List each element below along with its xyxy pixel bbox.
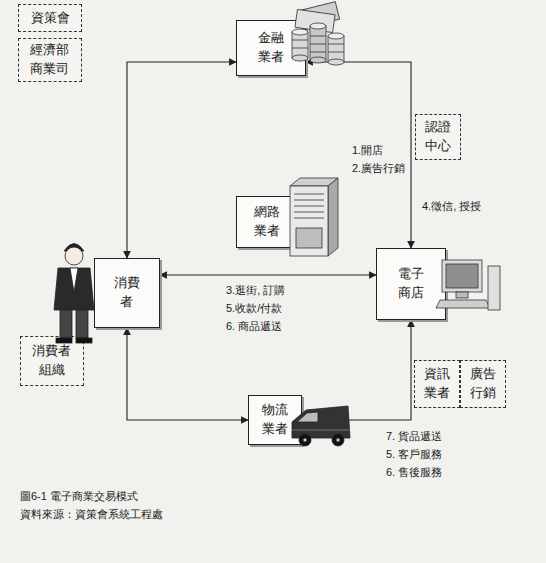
node-label: 消費者 組織 bbox=[31, 342, 74, 380]
flow-connector bbox=[127, 62, 236, 258]
coin-top bbox=[310, 23, 326, 29]
hubcap bbox=[303, 438, 307, 442]
actor-box: 網路 業者 bbox=[236, 196, 298, 248]
flow-connector bbox=[160, 274, 376, 275]
step-label: 4.徵信, 授授 bbox=[422, 200, 481, 213]
organization-box: 廣告 行銷 bbox=[460, 360, 506, 408]
node-label: 廣告 行銷 bbox=[468, 365, 498, 403]
actor-box: 電子 商店 bbox=[376, 248, 446, 320]
node-label: 經濟部 商業司 bbox=[29, 41, 72, 79]
monitor-stand bbox=[456, 292, 468, 298]
organization-box: 經濟部 商業司 bbox=[18, 38, 82, 82]
head bbox=[65, 247, 83, 265]
organization-box: 資策會 bbox=[18, 4, 82, 32]
person-illustration bbox=[54, 244, 94, 344]
step-label: 6. 售後服務 bbox=[386, 466, 442, 479]
coin-bottom bbox=[328, 59, 344, 65]
node-label: 網路 業者 bbox=[252, 203, 282, 241]
jacket bbox=[54, 268, 94, 310]
actor-box: 金融 業者 bbox=[236, 20, 306, 76]
flow-connector bbox=[127, 328, 248, 420]
wheel bbox=[332, 434, 344, 446]
server-slots bbox=[294, 194, 324, 218]
step-label: 6. 商品遞送 bbox=[226, 320, 282, 333]
server-side bbox=[328, 178, 338, 256]
step-label: 3.逛街, 訂購 bbox=[226, 284, 285, 297]
hubcap bbox=[336, 438, 340, 442]
screen bbox=[446, 264, 478, 288]
flow-connector bbox=[302, 320, 411, 420]
step-label: 5.收款/付款 bbox=[226, 302, 282, 315]
server-top bbox=[290, 178, 338, 186]
node-label: 認證 中心 bbox=[423, 118, 453, 156]
coin-stack bbox=[328, 36, 344, 62]
actor-box: 物流 業者 bbox=[248, 395, 302, 445]
node-label: 物流 業者 bbox=[260, 401, 290, 439]
hair bbox=[64, 244, 84, 252]
server-panel bbox=[296, 228, 322, 248]
step-label: 7. 貨品遞送 bbox=[386, 430, 442, 443]
organization-box: 消費者 組織 bbox=[20, 336, 84, 386]
node-label: 資訊 業者 bbox=[422, 365, 452, 403]
coin-stack bbox=[310, 26, 326, 60]
step-label: 5. 客戶服務 bbox=[386, 448, 442, 461]
coin-top bbox=[328, 33, 344, 39]
coin-bottom bbox=[310, 57, 326, 63]
shirt bbox=[70, 268, 78, 292]
step-label: 1.開店 bbox=[352, 144, 383, 157]
pc-tower bbox=[488, 266, 500, 310]
monitor bbox=[442, 260, 482, 292]
source-note: 資料來源：資策會系統工程處 bbox=[20, 508, 163, 521]
organization-box: 資訊 業者 bbox=[414, 360, 460, 408]
node-label: 資策會 bbox=[31, 9, 70, 28]
node-label: 消費 者 bbox=[112, 274, 142, 312]
node-label: 電子 商店 bbox=[396, 265, 426, 303]
actor-box: 消費 者 bbox=[94, 258, 160, 328]
leg bbox=[76, 310, 88, 338]
flow-connector bbox=[306, 62, 411, 248]
organization-box: 認證 中心 bbox=[415, 114, 461, 160]
figure-caption: 圖6-1 電子商業交易模式 bbox=[20, 490, 138, 503]
step-label: 2.廣告行銷 bbox=[352, 162, 405, 175]
node-label: 金融 業者 bbox=[256, 29, 286, 67]
leg bbox=[60, 310, 72, 338]
